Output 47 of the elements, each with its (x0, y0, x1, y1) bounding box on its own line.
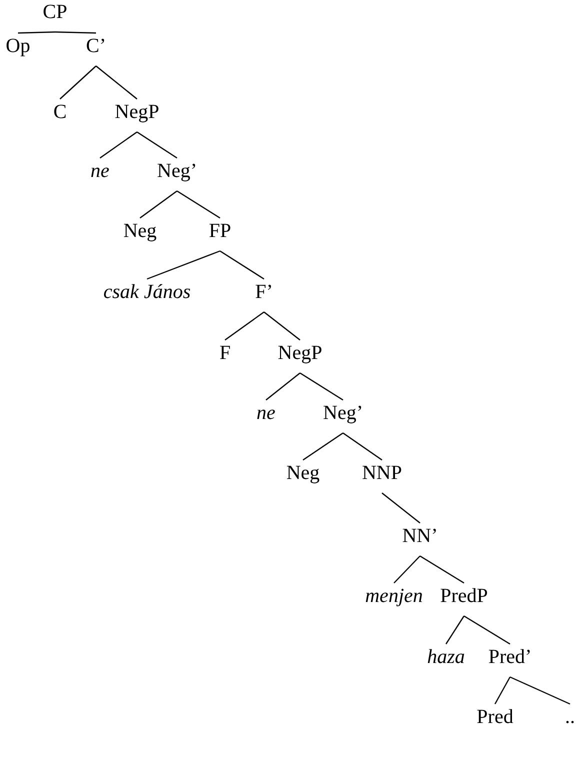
tree-branch-line (54, 31, 96, 34)
tree-branch-line (176, 190, 220, 218)
tree-branch-line (136, 132, 178, 158)
tree-branch-line (146, 250, 220, 280)
tree-node-label: haza (427, 646, 465, 668)
tree-node-label: Pred (476, 706, 514, 728)
tree-node-label: Neg (286, 462, 320, 484)
tree-branch-line (18, 31, 56, 34)
tree-branch-line (494, 676, 511, 704)
tree-branch-line (300, 372, 344, 400)
tree-node-label: C’ (86, 35, 106, 57)
tree-branch-line (224, 312, 264, 340)
tree-branch-line (342, 432, 382, 460)
tree-node-label: Op (6, 35, 30, 57)
tree-branch-line (220, 250, 264, 280)
tree-branch-line (446, 616, 464, 644)
tree-node-label: Neg’ (323, 402, 363, 424)
tree-node-label: NegP (114, 101, 160, 123)
tree-branch-line (140, 190, 178, 218)
tree-node-label: NNP (362, 462, 402, 484)
tree-branch-line (420, 555, 464, 584)
tree-branch-line (464, 615, 510, 645)
tree-branch-line (96, 66, 138, 100)
tree-node-label: Neg (123, 220, 157, 242)
tree-node-label: F (219, 342, 231, 364)
tree-branch-line (302, 432, 344, 460)
tree-node-label: F’ (255, 281, 273, 303)
tree-branch-line (510, 676, 570, 705)
tree-branch-line (394, 556, 420, 584)
tree-branch-line (382, 492, 420, 524)
tree-node-label: menjen (365, 585, 423, 607)
tree-branch-line (264, 312, 300, 340)
tree-node-label: Pred’ (488, 646, 532, 668)
tree-node-label: CP (42, 1, 68, 23)
tree-branch-line (266, 372, 300, 400)
tree-node-label: csak János (103, 281, 191, 303)
tree-node-label: .. (565, 706, 575, 728)
tree-branch-line (100, 132, 138, 158)
tree-node-label: FP (208, 220, 232, 242)
tree-node-label: C (53, 101, 67, 123)
tree-node-label: ne (90, 160, 110, 182)
tree-node-label: ne (256, 402, 276, 424)
tree-branch-line (60, 66, 96, 100)
tree-node-label: PredP (440, 585, 488, 607)
tree-node-label: Neg’ (157, 160, 197, 182)
tree-node-label: NN’ (402, 525, 438, 547)
tree-node-label: NegP (278, 342, 322, 364)
